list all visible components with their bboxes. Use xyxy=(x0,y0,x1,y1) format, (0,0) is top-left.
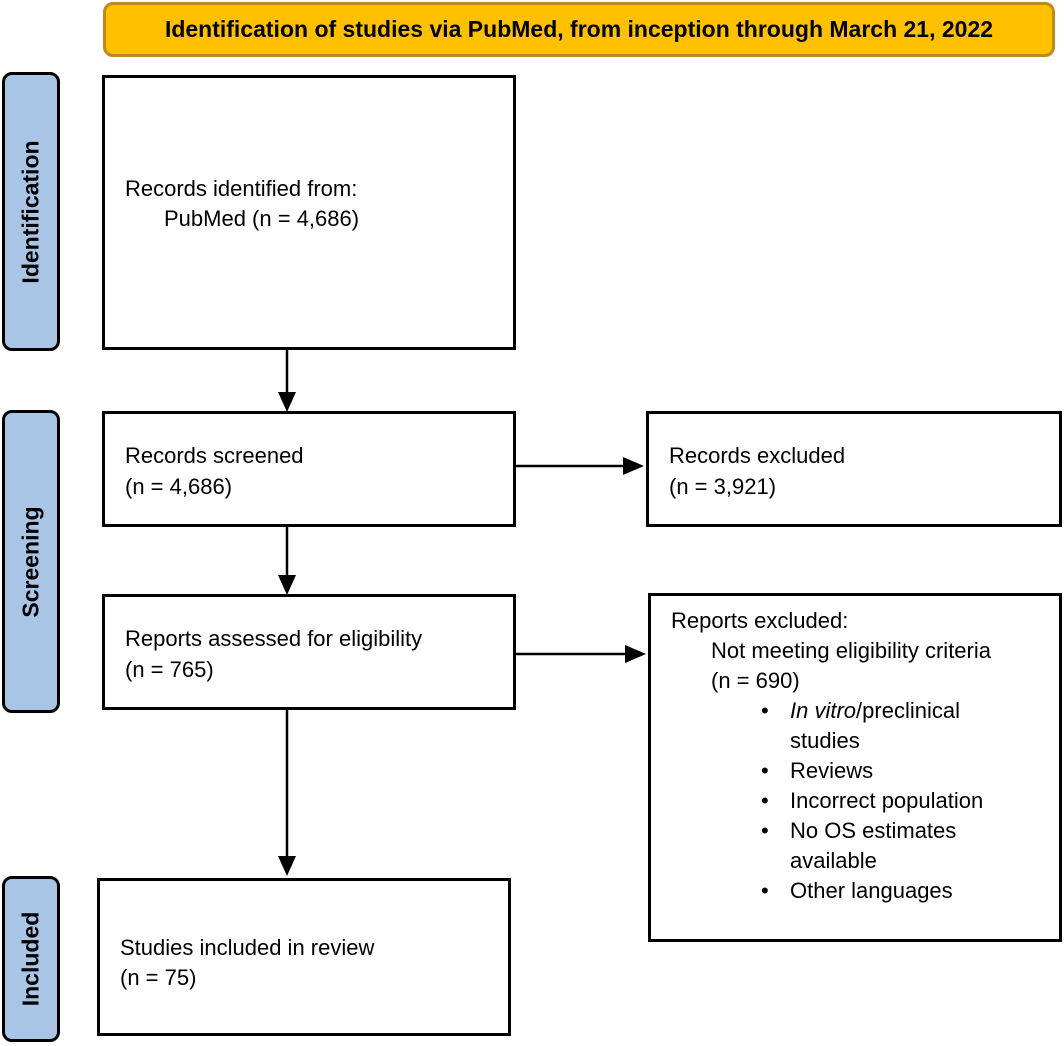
records-screened-count: (n = 4,686) xyxy=(125,474,233,499)
arrowhead-down xyxy=(278,856,296,876)
exclusion-reason: Other languages xyxy=(761,876,983,906)
records-excluded-box: Records excluded (n = 3,921) xyxy=(646,411,1062,527)
reports-excluded-count: (n = 690) xyxy=(711,668,800,693)
exclusion-reason: Incorrect population xyxy=(761,786,983,816)
arrowhead-right xyxy=(623,457,644,475)
arrowhead-right xyxy=(625,645,646,663)
records-identified-box: Records identified from: PubMed (n = 4,6… xyxy=(102,75,516,350)
phase-identification: Identification xyxy=(2,72,60,351)
arrowhead-down xyxy=(278,575,296,595)
phase-screening: Screening xyxy=(2,410,60,713)
reports-assessed-box: Reports assessed for eligibility (n = 76… xyxy=(102,594,516,710)
records-identified-source: PubMed (n = 4,686) xyxy=(164,206,360,231)
reports-excluded-box: Reports excluded: Not meeting eligibilit… xyxy=(648,593,1062,942)
records-screened-box: Records screened (n = 4,686) xyxy=(102,411,516,527)
records-identified-label: Records identified from: xyxy=(125,176,358,201)
phase-included: Included xyxy=(2,876,60,1042)
arrowhead-down xyxy=(278,392,296,412)
reports-assessed-count: (n = 765) xyxy=(125,657,214,682)
reports-excluded-subtitle: Not meeting eligibility criteria xyxy=(711,638,991,663)
diagram-title: Identification of studies via PubMed, fr… xyxy=(103,2,1055,57)
records-excluded-label: Records excluded xyxy=(669,443,846,468)
studies-included-box: Studies included in review (n = 75) xyxy=(97,878,511,1036)
studies-included-count: (n = 75) xyxy=(120,965,197,990)
records-excluded-count: (n = 3,921) xyxy=(669,474,777,499)
reports-assessed-label: Reports assessed for eligibility xyxy=(125,626,423,651)
exclusion-reason: Reviews xyxy=(761,756,983,786)
records-screened-label: Records screened xyxy=(125,443,304,468)
reports-excluded-title: Reports excluded: xyxy=(671,608,849,633)
studies-included-label: Studies included in review xyxy=(120,935,375,960)
